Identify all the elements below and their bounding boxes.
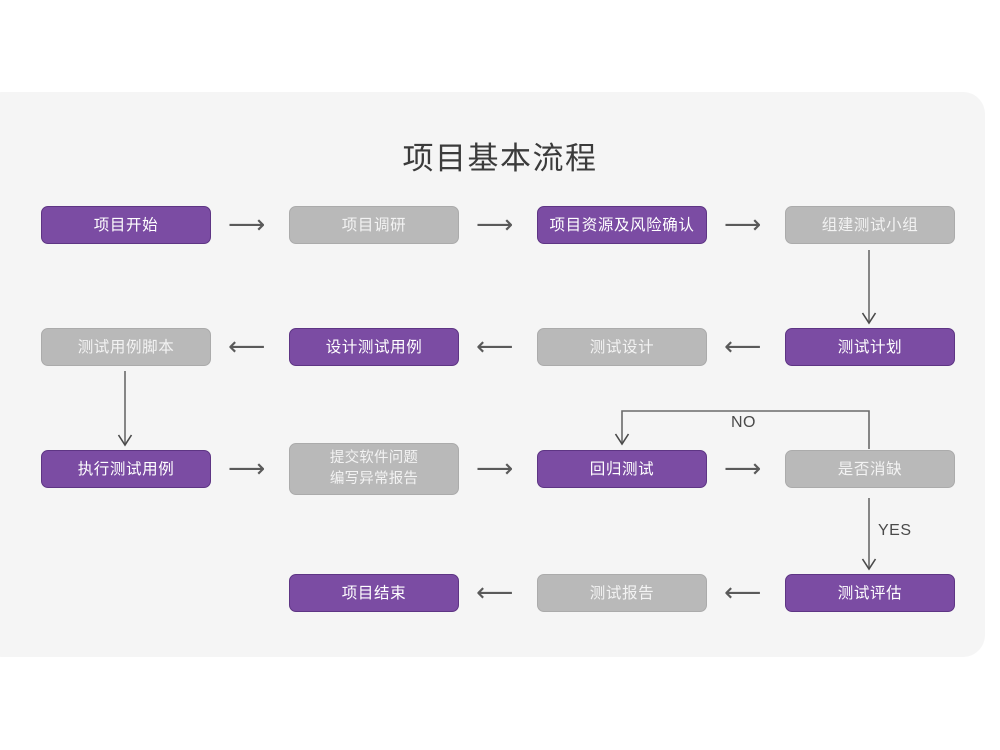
arrow-left-n5-n6: ⟵ (724, 332, 762, 362)
arrow-right-n2-n3: ⟶ (476, 210, 514, 240)
arrow-right-n11-n12: ⟶ (724, 454, 762, 484)
page-title: 项目基本流程 (402, 141, 598, 176)
node-design-test-case[interactable]: 设计测试用例 (289, 328, 459, 366)
node-test-case-script[interactable]: 测试用例脚本 (41, 328, 211, 366)
node-project-start[interactable]: 项目开始 (41, 206, 211, 244)
node-build-test-team[interactable]: 组建测试小组 (785, 206, 955, 244)
node-regression-test[interactable]: 回归测试 (537, 450, 707, 488)
node-test-evaluation[interactable]: 测试评估 (785, 574, 955, 612)
arrow-left-n6-n7: ⟵ (476, 332, 514, 362)
node-project-research[interactable]: 项目调研 (289, 206, 459, 244)
node-defect-cleared[interactable]: 是否消缺 (785, 450, 955, 488)
arrow-right-n10-n11: ⟶ (476, 454, 514, 484)
node-submit-issue-report[interactable]: 提交软件问题 编写异常报告 (289, 443, 459, 495)
edge-label-yes: YES (878, 522, 912, 539)
node-execute-test-case[interactable]: 执行测试用例 (41, 450, 211, 488)
arrow-left-n7-n8: ⟵ (228, 332, 266, 362)
node-test-design[interactable]: 测试设计 (537, 328, 707, 366)
arrow-right-n3-n4: ⟶ (724, 210, 762, 240)
node-project-end[interactable]: 项目结束 (289, 574, 459, 612)
arrow-right-n1-n2: ⟶ (228, 210, 266, 240)
edge-label-no: NO (731, 414, 756, 431)
arrow-left-n13-n14: ⟵ (724, 578, 762, 608)
arrow-right-n9-n10: ⟶ (228, 454, 266, 484)
node-resource-risk-confirm[interactable]: 项目资源及风险确认 (537, 206, 707, 244)
diagram-card (0, 92, 985, 657)
arrow-left-n14-n15: ⟵ (476, 578, 514, 608)
node-test-report[interactable]: 测试报告 (537, 574, 707, 612)
node-test-plan[interactable]: 测试计划 (785, 328, 955, 366)
